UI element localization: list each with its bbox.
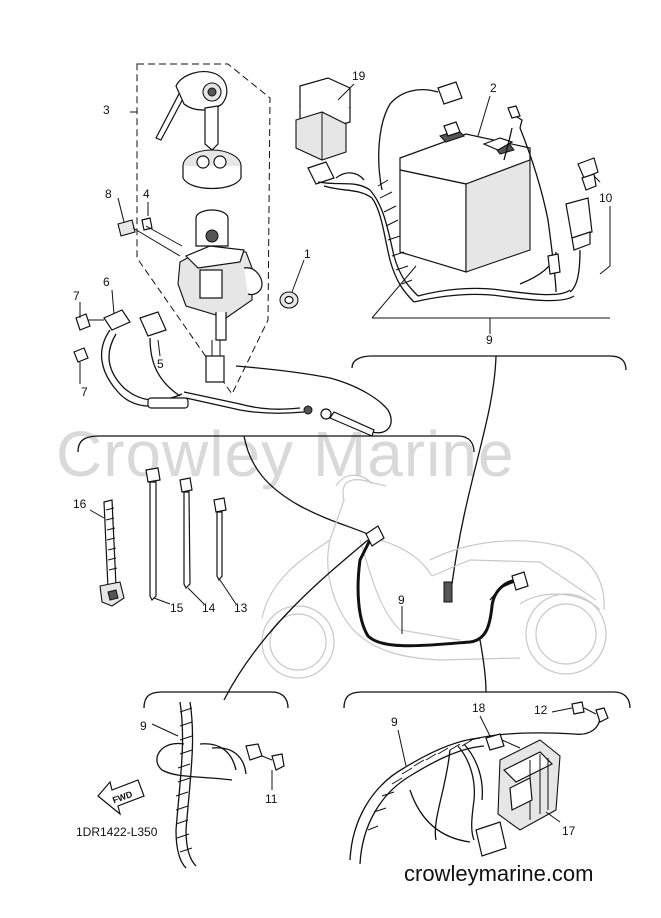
battery-harness-group xyxy=(295,77,599,303)
callout-8: 8 xyxy=(105,187,112,201)
callout-13: 13 xyxy=(234,601,248,615)
ignition-key xyxy=(155,71,228,151)
screw-8 xyxy=(117,219,136,237)
detail-bracket-left xyxy=(77,435,475,453)
callout-9-top: 9 xyxy=(486,333,493,347)
switch-cap xyxy=(182,149,242,189)
relay-connector xyxy=(307,161,335,185)
callout-6: 6 xyxy=(103,275,110,289)
screw-4 xyxy=(141,217,153,231)
callout-9-bottom-left: 9 xyxy=(140,719,147,733)
detail-bracket-bottom-left xyxy=(143,691,289,709)
watermark: Crowley Marine xyxy=(56,418,515,490)
callout-19: 19 xyxy=(352,69,366,83)
callout-14: 14 xyxy=(202,601,216,615)
wire-harness-route xyxy=(356,530,522,648)
callout-17: 17 xyxy=(562,824,576,838)
harness-detail-left xyxy=(156,701,285,869)
diagram-code: 1DR1422-L350 xyxy=(76,825,158,839)
cable-sleeve xyxy=(147,397,189,409)
callout-18: 18 xyxy=(472,701,486,715)
detail-bracket-right xyxy=(351,355,627,371)
switch-body xyxy=(177,209,263,383)
bolt-18 xyxy=(485,733,505,751)
relay xyxy=(295,77,351,161)
callout-9-middle: 9 xyxy=(398,593,405,607)
harness-connector xyxy=(437,81,463,105)
forward-arrow-icon: FWD xyxy=(97,779,145,816)
fuse-holder xyxy=(565,157,599,251)
callout-9-bottom-right: 9 xyxy=(391,715,398,729)
callout-10: 10 xyxy=(599,191,613,205)
battery xyxy=(399,121,531,273)
cable-ties xyxy=(99,467,227,607)
harness-detail-right xyxy=(349,701,609,865)
callout-1: 1 xyxy=(304,247,311,261)
callout-7-lower: 7 xyxy=(81,385,88,399)
detail-bracket-bottom-right xyxy=(343,691,631,709)
callout-4: 4 xyxy=(143,187,150,201)
scooter-silhouette xyxy=(261,474,607,679)
rectifier-connector xyxy=(475,821,507,857)
callout-16: 16 xyxy=(73,497,87,511)
harness-connector-block xyxy=(443,581,453,603)
callout-11: 11 xyxy=(265,792,278,806)
bracket xyxy=(73,309,167,363)
bolt-12 xyxy=(571,701,585,715)
callout-labels: 3 2 19 8 4 1 10 6 7 5 7 9 16 15 14 13 9 … xyxy=(73,69,613,838)
callout-12: 12 xyxy=(534,703,548,717)
callout-15: 15 xyxy=(170,601,184,615)
switch-group-outline xyxy=(136,63,271,395)
callout-5: 5 xyxy=(157,357,164,371)
callout-2: 2 xyxy=(490,81,497,95)
callout-7-upper: 7 xyxy=(73,289,80,303)
callout-3: 3 xyxy=(103,103,110,117)
main-switch-assembly xyxy=(73,63,392,437)
website-label: crowleymarine.com xyxy=(404,861,594,886)
